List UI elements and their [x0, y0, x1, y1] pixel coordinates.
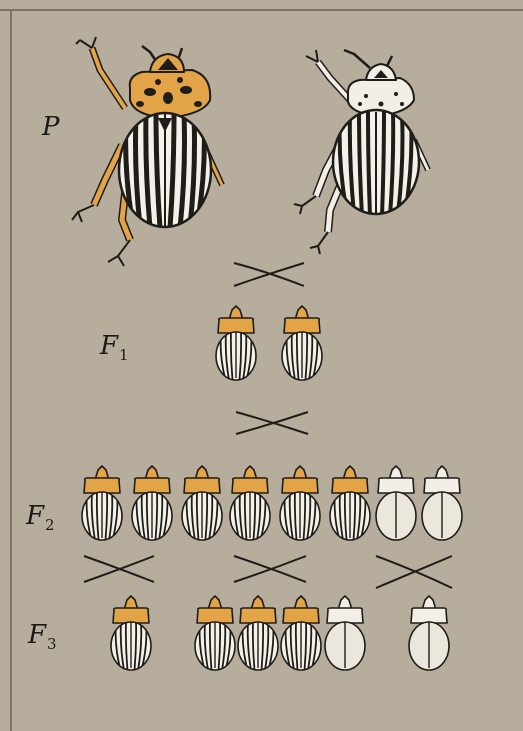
- cross-mark-f2-left: [84, 556, 154, 582]
- offspring-beetle-f3_group3-1-white: [409, 596, 449, 670]
- offspring-beetle-f3_group2-1-pigmented: [195, 596, 235, 670]
- offspring-beetle-f2-4-pigmented: [230, 466, 270, 540]
- cross-mark-f2-right: [376, 556, 452, 588]
- offspring-beetle-f2-1-pigmented: [82, 466, 122, 540]
- offspring-beetle-f3_group2-2-pigmented: [238, 596, 278, 670]
- offspring-beetle-f3_group2-4-white: [325, 596, 365, 670]
- offspring-beetle-f2-6-pigmented: [330, 466, 370, 540]
- cross-mark-f2-center: [234, 556, 306, 582]
- offspring-beetles: [82, 306, 462, 670]
- offspring-beetle-f1-2-pigmented: [282, 306, 322, 380]
- parent-beetle-pigmented: [72, 37, 222, 266]
- cross-mark-p: [234, 263, 304, 286]
- offspring-beetle-f2-3-pigmented: [182, 466, 222, 540]
- parent-beetle-white: [294, 50, 428, 254]
- cross-mark-f1: [236, 412, 308, 434]
- offspring-beetle-f1-1-pigmented: [216, 306, 256, 380]
- offspring-beetle-f2-7-white: [376, 466, 416, 540]
- offspring-beetle-f3_group2-3-pigmented: [281, 596, 321, 670]
- offspring-beetle-f2-5-pigmented: [280, 466, 320, 540]
- offspring-beetle-f2-8-white: [422, 466, 462, 540]
- offspring-beetle-f3_group1-1-pigmented: [111, 596, 151, 670]
- offspring-beetle-f2-2-pigmented: [132, 466, 172, 540]
